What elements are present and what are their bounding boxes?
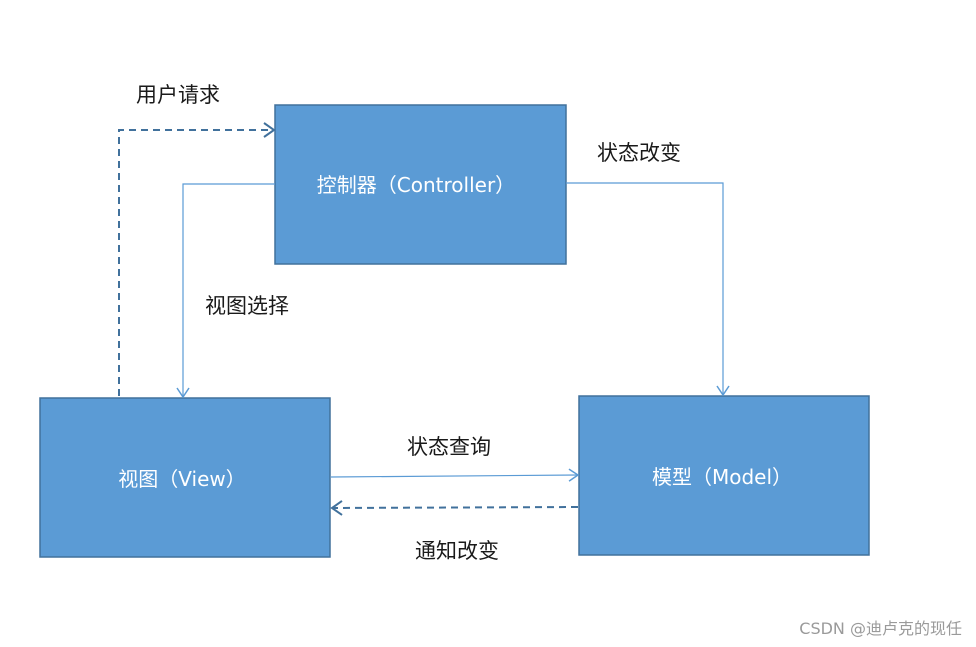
notify-change-label: 通知改变	[415, 539, 499, 563]
view-label: 视图（View）	[118, 467, 245, 491]
notify-change-arrow	[330, 500, 579, 516]
view-select-label: 视图选择	[205, 294, 289, 318]
watermark-text: CSDN @迪卢克的现任	[799, 619, 962, 638]
user-request-label: 用户请求	[136, 83, 220, 107]
controller-label: 控制器（Controller）	[317, 173, 515, 197]
state-query-label: 状态查询	[407, 435, 491, 459]
user-request-arrow	[118, 122, 276, 396]
model-label: 模型（Model）	[652, 465, 792, 489]
view-select-arrow	[176, 183, 275, 399]
state-change-arrow	[566, 182, 730, 397]
controller-box	[274, 104, 567, 265]
state-query-arrow	[330, 468, 580, 482]
state-change-label: 状态改变	[597, 141, 681, 165]
view-box	[39, 397, 331, 558]
